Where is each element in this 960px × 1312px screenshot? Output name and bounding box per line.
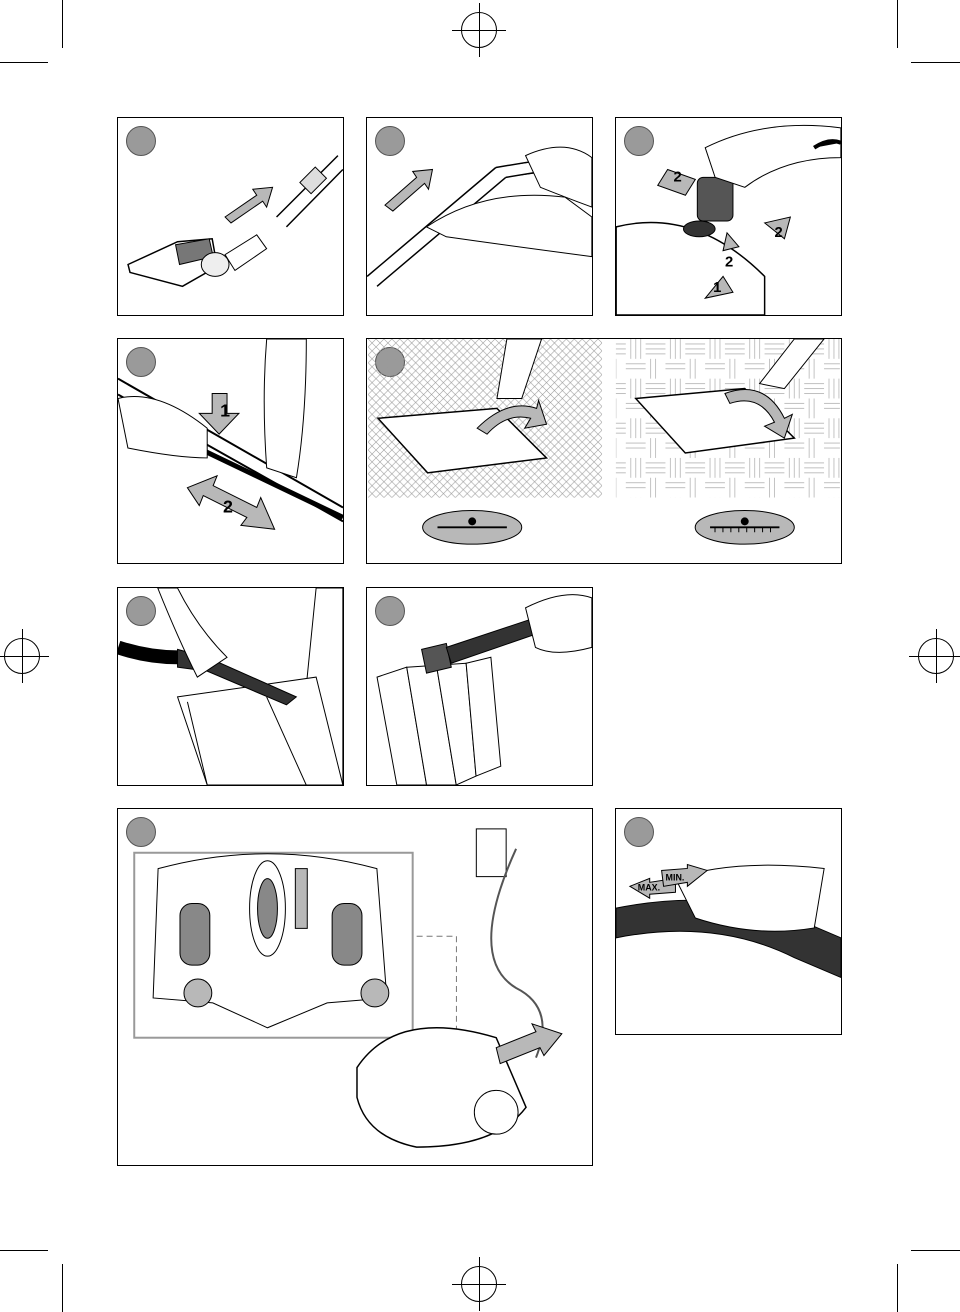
tube-handle-illustration <box>367 118 592 315</box>
registration-mark <box>4 638 40 674</box>
crop-mark <box>897 1264 898 1312</box>
power-controls-illustration <box>118 809 592 1165</box>
step-label: 1 <box>713 280 721 296</box>
registration-mark <box>918 638 954 674</box>
crop-mark <box>0 62 48 63</box>
crop-mark <box>897 0 898 48</box>
crevice-tool-illustration <box>118 588 343 785</box>
hose-connect-illustration: 2 2 2 1 <box>616 118 841 315</box>
step-label: 2 <box>674 169 682 185</box>
nozzle-attach-illustration <box>118 118 343 315</box>
step-label: 2 <box>775 225 783 241</box>
panel-telescopic-tube: 1 2 <box>117 338 344 564</box>
panel-tube-handle <box>366 117 593 316</box>
crop-mark <box>911 1250 960 1251</box>
panel-suction-regulator: MAX. MIN. <box>615 808 842 1035</box>
crop-mark <box>62 1264 63 1312</box>
floor-settings-illustration <box>367 339 841 563</box>
registration-mark <box>461 1266 497 1302</box>
panel-crevice-tool <box>117 587 344 786</box>
suction-regulator-illustration: MAX. MIN. <box>616 809 841 1034</box>
step-label: 1 <box>220 400 230 420</box>
suction-max-label: MAX. <box>638 882 660 892</box>
panel-dusting-brush <box>366 587 593 786</box>
panel-hose-connect: 2 2 2 1 <box>615 117 842 316</box>
suction-min-label: MIN. <box>666 872 685 882</box>
telescopic-tube-illustration: 1 2 <box>118 339 343 563</box>
crop-mark <box>911 62 960 63</box>
step-label: 2 <box>223 496 233 516</box>
dusting-brush-illustration <box>367 588 592 785</box>
crop-mark <box>0 1250 48 1251</box>
panel-power-controls <box>117 808 593 1166</box>
panel-floor-settings <box>366 338 842 564</box>
panel-nozzle-attach <box>117 117 344 316</box>
registration-mark <box>461 12 497 48</box>
crop-mark <box>62 0 63 48</box>
step-label: 2 <box>725 254 733 270</box>
